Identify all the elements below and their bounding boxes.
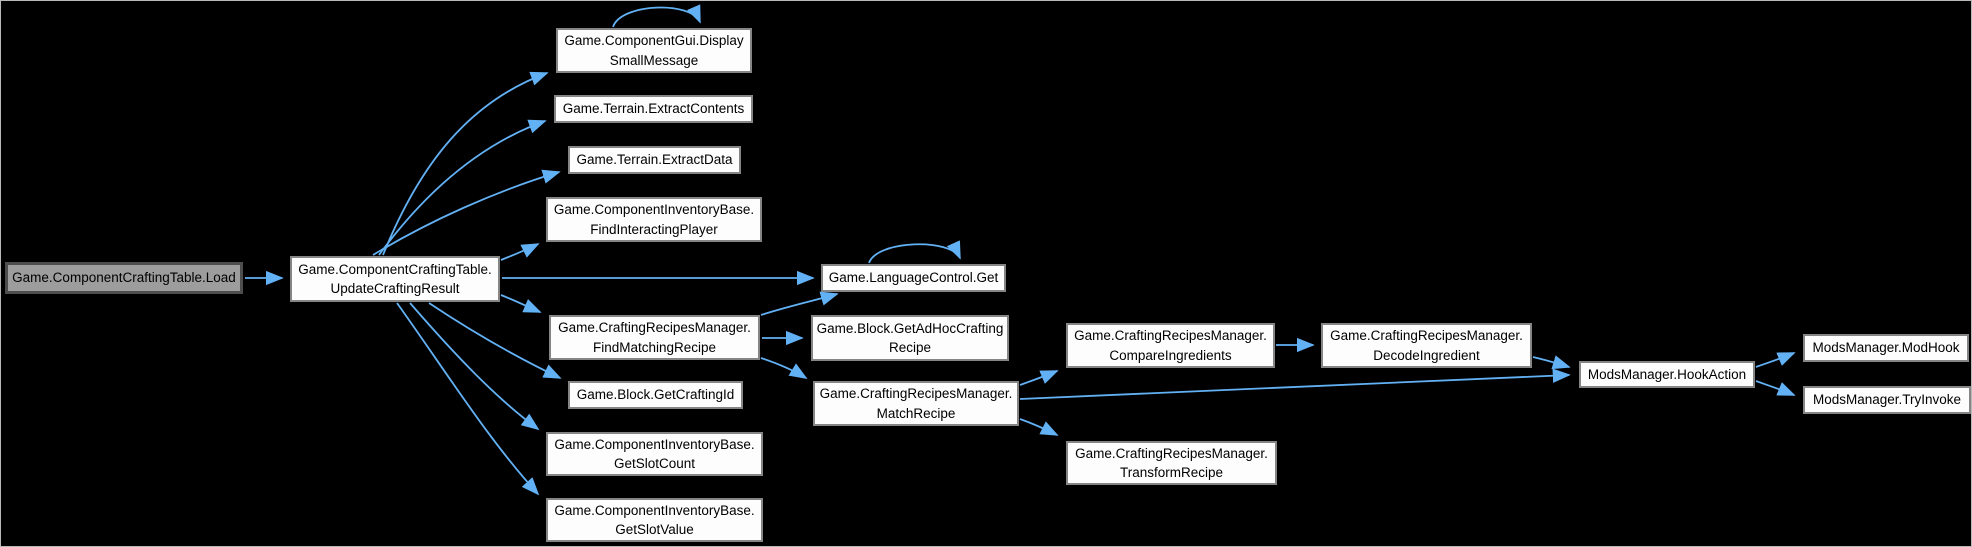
- node-get-crafting-id[interactable]: Game.Block.GetCraftingId: [568, 381, 743, 409]
- node-language-control-get[interactable]: Game.LanguageControl.Get: [821, 264, 1006, 292]
- node-language-control-get-label-line-0: Game.LanguageControl.Get: [828, 270, 999, 286]
- node-match-recipe[interactable]: Game.CraftingRecipesManager. MatchRecipe: [813, 381, 1019, 426]
- edge-update-crafting-result-to-find-matching-recipe: [500, 294, 542, 313]
- edge-find-matching-recipe-to-match-recipe: [760, 357, 808, 379]
- edge-display-small-message-to-display-small-message: [612, 4, 701, 28]
- node-extract-contents[interactable]: Game.Terrain.ExtractContents: [554, 95, 753, 123]
- edge-find-matching-recipe-to-language-control-get: [760, 291, 839, 316]
- edge-update-crafting-result-to-get-slot-value: [396, 302, 540, 496]
- node-hook-action[interactable]: ModsManager.HookAction: [1579, 361, 1755, 388]
- node-transform-recipe-label-line-0: Game.CraftingRecipesManager.: [1075, 445, 1268, 461]
- edge-update-crafting-result-to-get-slot-count: [409, 302, 540, 431]
- node-match-recipe-label-line-0: Game.CraftingRecipesManager.: [819, 386, 1013, 401]
- node-get-adhoc-crafting-recipe-label-line-0: Game.Block.GetAdHocCrafting: [816, 320, 1004, 336]
- node-decode-ingredient[interactable]: Game.CraftingRecipesManager. DecodeIngred…: [1321, 323, 1532, 368]
- edge-update-crafting-result-to-extract-data: [372, 169, 561, 256]
- node-transform-recipe[interactable]: Game.CraftingRecipesManager. TransformRec…: [1066, 441, 1277, 485]
- edge-match-recipe-to-transform-recipe: [1019, 418, 1059, 436]
- node-decode-ingredient-label-line-0: Game.CraftingRecipesManager.: [1330, 328, 1523, 343]
- edge-hook-action-to-try-invoke: [1755, 380, 1796, 396]
- node-mod-hook[interactable]: ModsManager.ModHook: [1803, 334, 1969, 362]
- node-update-crafting-result[interactable]: Game.ComponentCraftingTable. UpdateCrafti…: [290, 256, 500, 302]
- node-find-interacting-player[interactable]: Game.ComponentInventoryBase. FindInteract…: [546, 197, 762, 242]
- node-extract-contents-label-line-0: Game.Terrain.ExtractContents: [562, 101, 745, 117]
- node-get-slot-value-label-line-1: GetSlotValue: [615, 522, 694, 537]
- node-find-matching-recipe-label-line-0: Game.CraftingRecipesManager.: [558, 320, 751, 335]
- node-get-crafting-id-label-line-0: Game.Block.GetCraftingId: [576, 387, 735, 403]
- node-find-interacting-player-label-line-0: Game.ComponentInventoryBase.: [553, 202, 755, 217]
- node-get-slot-count-label-line-1: GetSlotCount: [613, 456, 696, 471]
- node-transform-recipe-label-line-1: TransformRecipe: [1119, 465, 1224, 480]
- node-get-slot-value[interactable]: Game.ComponentInventoryBase. GetSlotValue: [546, 498, 763, 542]
- node-compare-ingredients-label-line-0: Game.CraftingRecipesManager.: [1074, 328, 1267, 343]
- node-hook-action-label-line-0: ModsManager.HookAction: [1587, 366, 1747, 382]
- node-get-slot-count[interactable]: Game.ComponentInventoryBase. GetSlotCount: [546, 432, 763, 476]
- node-load[interactable]: Game.ComponentCraftingTable.Load: [5, 262, 243, 294]
- node-get-slot-count-label-line-0: Game.ComponentInventoryBase.: [554, 436, 755, 452]
- node-compare-ingredients[interactable]: Game.CraftingRecipesManager. CompareIngre…: [1066, 323, 1275, 368]
- node-find-interacting-player-label-line-1: FindInteractingPlayer: [590, 221, 718, 237]
- edge-update-crafting-result-to-display-small-message: [382, 71, 549, 256]
- node-get-adhoc-crafting-recipe-label-line-1: Recipe: [888, 340, 932, 355]
- edge-update-crafting-result-to-find-interacting-player: [500, 243, 540, 261]
- node-update-crafting-result-label-line-0: Game.ComponentCraftingTable.: [298, 261, 492, 277]
- node-load-label-line-0: Game.ComponentCraftingTable.Load: [12, 270, 236, 286]
- edge-hook-action-to-mod-hook: [1755, 352, 1796, 368]
- node-extract-data[interactable]: Game.Terrain.ExtractData: [568, 146, 741, 174]
- edge-language-control-get-to-language-control-get: [868, 240, 961, 264]
- edge-update-crafting-result-to-extract-contents: [378, 119, 547, 256]
- node-compare-ingredients-label-line-1: CompareIngredients: [1109, 347, 1232, 363]
- node-find-matching-recipe-label-line-1: FindMatchingRecipe: [592, 339, 717, 355]
- node-find-matching-recipe[interactable]: Game.CraftingRecipesManager. FindMatching…: [549, 315, 760, 360]
- node-try-invoke[interactable]: ModsManager.TryInvoke: [1803, 386, 1971, 414]
- node-update-crafting-result-label-line-1: UpdateCraftingResult: [330, 281, 460, 296]
- edge-match-recipe-to-hook-action: [1019, 368, 1571, 400]
- node-mod-hook-label-line-0: ModsManager.ModHook: [1812, 340, 1960, 356]
- edge-match-recipe-to-compare-ingredients: [1019, 370, 1059, 386]
- node-display-small-message-label-line-0: Game.ComponentGui.Display: [564, 33, 744, 48]
- node-extract-data-label-line-0: Game.Terrain.ExtractData: [576, 152, 733, 168]
- node-match-recipe-label-line-1: MatchRecipe: [876, 405, 956, 421]
- edge-update-crafting-result-to-get-crafting-id: [428, 302, 562, 379]
- node-get-slot-value-label-line-0: Game.ComponentInventoryBase.: [554, 502, 755, 518]
- node-try-invoke-label-line-0: ModsManager.TryInvoke: [1812, 392, 1962, 408]
- node-display-small-message-label-line-1: SmallMessage: [609, 52, 699, 68]
- node-decode-ingredient-label-line-1: DecodeIngredient: [1373, 347, 1480, 363]
- edge-decode-ingredient-to-hook-action: [1532, 355, 1571, 370]
